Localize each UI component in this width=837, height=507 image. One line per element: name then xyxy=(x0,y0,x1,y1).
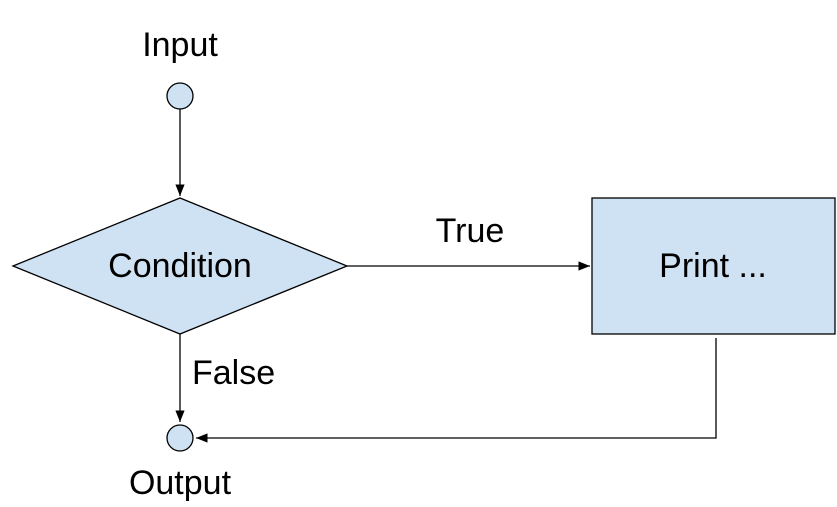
true-label: True xyxy=(436,212,505,250)
output-label: Output xyxy=(129,464,232,502)
output-node xyxy=(166,424,194,452)
input-node xyxy=(166,82,194,110)
print-label: Print ... xyxy=(659,247,767,285)
edge-print-to-output xyxy=(196,338,717,443)
condition-label: Condition xyxy=(108,247,252,285)
input-label: Input xyxy=(142,26,218,64)
false-label: False xyxy=(192,354,275,392)
print-node xyxy=(591,197,836,335)
